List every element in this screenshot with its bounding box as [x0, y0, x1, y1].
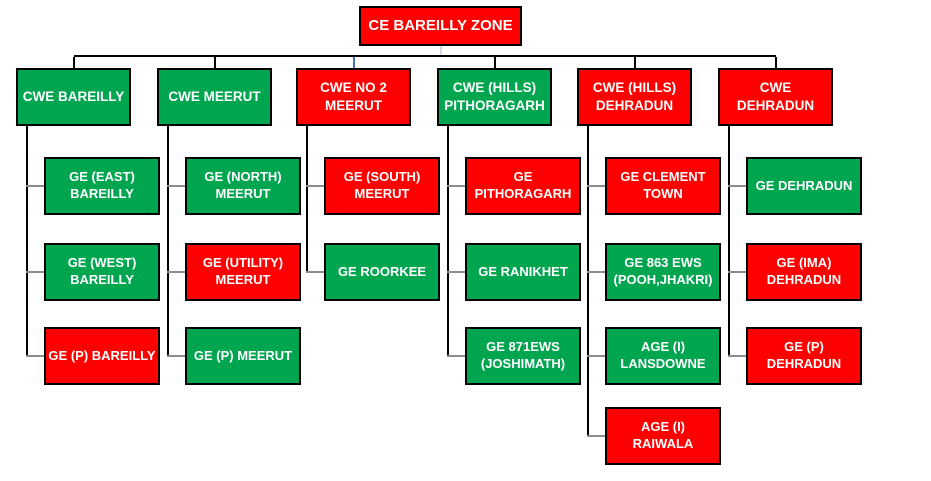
connector-child-stub-2-0 [306, 185, 326, 187]
connector-stub-col-0 [72, 57, 75, 68]
node-cwe-hills-dehradun: CWE (HILLS) DEHRADUN [577, 68, 692, 126]
connector-child-stub-1-0 [167, 185, 187, 187]
node-ge-west-bareilly: GE (WEST) BAREILLY [44, 243, 160, 301]
connector-child-stub-5-1 [728, 271, 748, 273]
connector-bus [73, 55, 776, 57]
connector-child-stub-1-1 [167, 271, 187, 273]
connector-child-stub-3-0 [447, 185, 467, 187]
node-ge-ranikhet: GE RANIKHET [465, 243, 581, 301]
connector-drop-col-5 [728, 126, 730, 357]
node-ge-south-meerut: GE (SOUTH) MEERUT [324, 157, 440, 215]
connector-stub-col-1 [213, 57, 216, 68]
connector-child-stub-5-2 [728, 355, 748, 357]
node-ge-roorkee: GE ROORKEE [324, 243, 440, 301]
connector-child-stub-0-1 [26, 271, 46, 273]
connector-child-stub-5-0 [728, 185, 748, 187]
connector-child-stub-4-0 [587, 185, 607, 187]
node-ce-bareilly-zone: CE BAREILLY ZONE [359, 6, 522, 46]
node-ge-ima-dehradun: GE (IMA) DEHRADUN [746, 243, 862, 301]
connector-drop-col-1 [167, 126, 169, 357]
node-cwe-dehradun: CWE DEHRADUN [718, 68, 833, 126]
connector-drop-col-0 [26, 126, 28, 357]
node-cwe-meerut: CWE MEERUT [157, 68, 272, 126]
connector-child-stub-0-0 [26, 185, 46, 187]
connector-drop-col-4 [587, 126, 589, 437]
node-ge-utility-meerut: GE (UTILITY) MEERUT [185, 243, 301, 301]
connector-child-stub-3-2 [447, 355, 467, 357]
node-ge-863-ews-pooh-jhakri: GE 863 EWS (POOH,JHAKRI) [605, 243, 721, 301]
connector-stub-col-4 [633, 57, 636, 68]
node-ge-p-bareilly: GE (P) BAREILLY [44, 327, 160, 385]
node-ge-north-meerut: GE (NORTH) MEERUT [185, 157, 301, 215]
connector-drop-col-2 [306, 126, 308, 273]
node-ge-pithoragarh: GE PITHORAGARH [465, 157, 581, 215]
connector-stub-col-3 [493, 57, 496, 68]
connector-child-stub-1-2 [167, 355, 187, 357]
connector-child-stub-3-1 [447, 271, 467, 273]
connector-drop-col-3 [447, 126, 449, 357]
node-cwe-hills-pithoragarh: CWE (HILLS) PITHORAGARH [437, 68, 552, 126]
node-ge-871ews-joshimath: GE 871EWS (JOSHIMATH) [465, 327, 581, 385]
node-ge-p-dehradun: GE (P) DEHRADUN [746, 327, 862, 385]
node-ge-east-bareilly: GE (EAST) BAREILLY [44, 157, 160, 215]
connector-child-stub-4-3 [587, 435, 607, 437]
connector-root-stub [439, 46, 442, 57]
node-age-i-lansdowne: AGE (I) LANSDOWNE [605, 327, 721, 385]
connector-child-stub-4-1 [587, 271, 607, 273]
connector-child-stub-2-1 [306, 271, 326, 273]
node-age-i-raiwala: AGE (I) RAIWALA [605, 407, 721, 465]
node-cwe-no-2-meerut: CWE NO 2 MEERUT [296, 68, 411, 126]
node-ge-dehradun: GE DEHRADUN [746, 157, 862, 215]
connector-child-stub-0-2 [26, 355, 46, 357]
connector-child-stub-4-2 [587, 355, 607, 357]
connector-stub-col-5 [774, 57, 777, 68]
node-ge-p-meerut: GE (P) MEERUT [185, 327, 301, 385]
connector-stub-col-2 [352, 57, 355, 68]
node-ge-clement-town: GE CLEMENT TOWN [605, 157, 721, 215]
node-cwe-bareilly: CWE BAREILLY [16, 68, 131, 126]
